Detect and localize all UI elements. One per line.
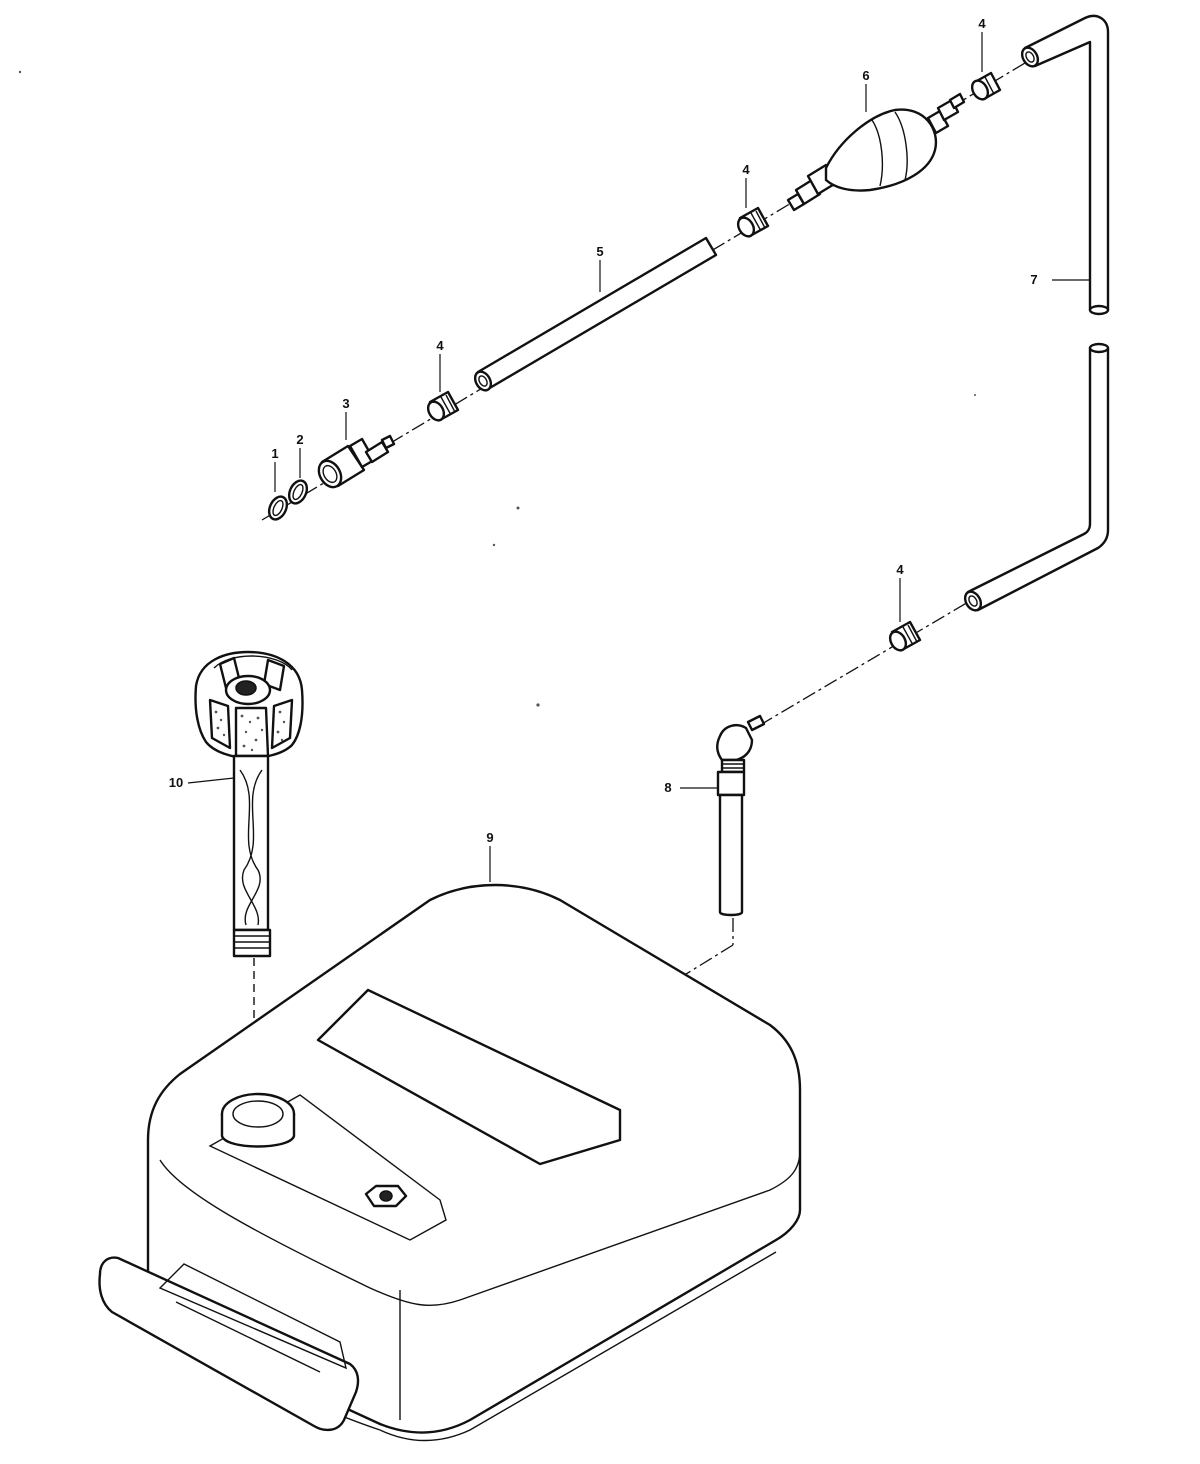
part-4-hose-clamp-d[interactable]	[887, 620, 922, 653]
callout-leaders	[187, 32, 1090, 882]
callout-2: 2	[296, 432, 303, 447]
callout-9: 9	[486, 830, 493, 845]
callout-4-b: 4	[742, 162, 750, 177]
scan-specks	[18, 70, 976, 707]
callout-6: 6	[862, 68, 869, 83]
part-2-o-ring[interactable]	[286, 478, 311, 507]
part-4-hose-clamp-b[interactable]	[735, 206, 770, 239]
part-5-fuel-hose[interactable]	[472, 236, 718, 393]
callout-8: 8	[664, 780, 671, 795]
callout-4-c: 4	[978, 16, 986, 31]
callout-3: 3	[342, 396, 349, 411]
part-10-fuel-gauge[interactable]	[194, 650, 304, 958]
callout-4-a: 4	[436, 338, 444, 353]
callout-10: 10	[169, 775, 183, 790]
callout-1: 1	[271, 446, 278, 461]
part-6-primer-bulb[interactable]	[786, 92, 966, 212]
part-8-fuel-pickup-tube[interactable]	[716, 714, 766, 917]
part-9-fuel-tank[interactable]	[98, 883, 802, 1442]
callout-7: 7	[1030, 272, 1037, 287]
callout-labels: 1 2 3 4 4 4 4 5 6 7 8 9 10	[169, 16, 1038, 845]
part-7-bent-fuel-hose-lower[interactable]	[962, 342, 1110, 613]
part-4-hose-clamp-a[interactable]	[425, 390, 460, 423]
part-1-o-ring[interactable]	[266, 494, 291, 523]
knurled-texture	[214, 710, 286, 752]
callout-5: 5	[596, 244, 603, 259]
callout-4-d: 4	[896, 562, 904, 577]
part-4-hose-clamp-c[interactable]	[969, 71, 1002, 102]
part-3-fuel-connector[interactable]	[314, 434, 396, 491]
part-7-bent-fuel-hose-upper[interactable]	[1019, 14, 1110, 316]
